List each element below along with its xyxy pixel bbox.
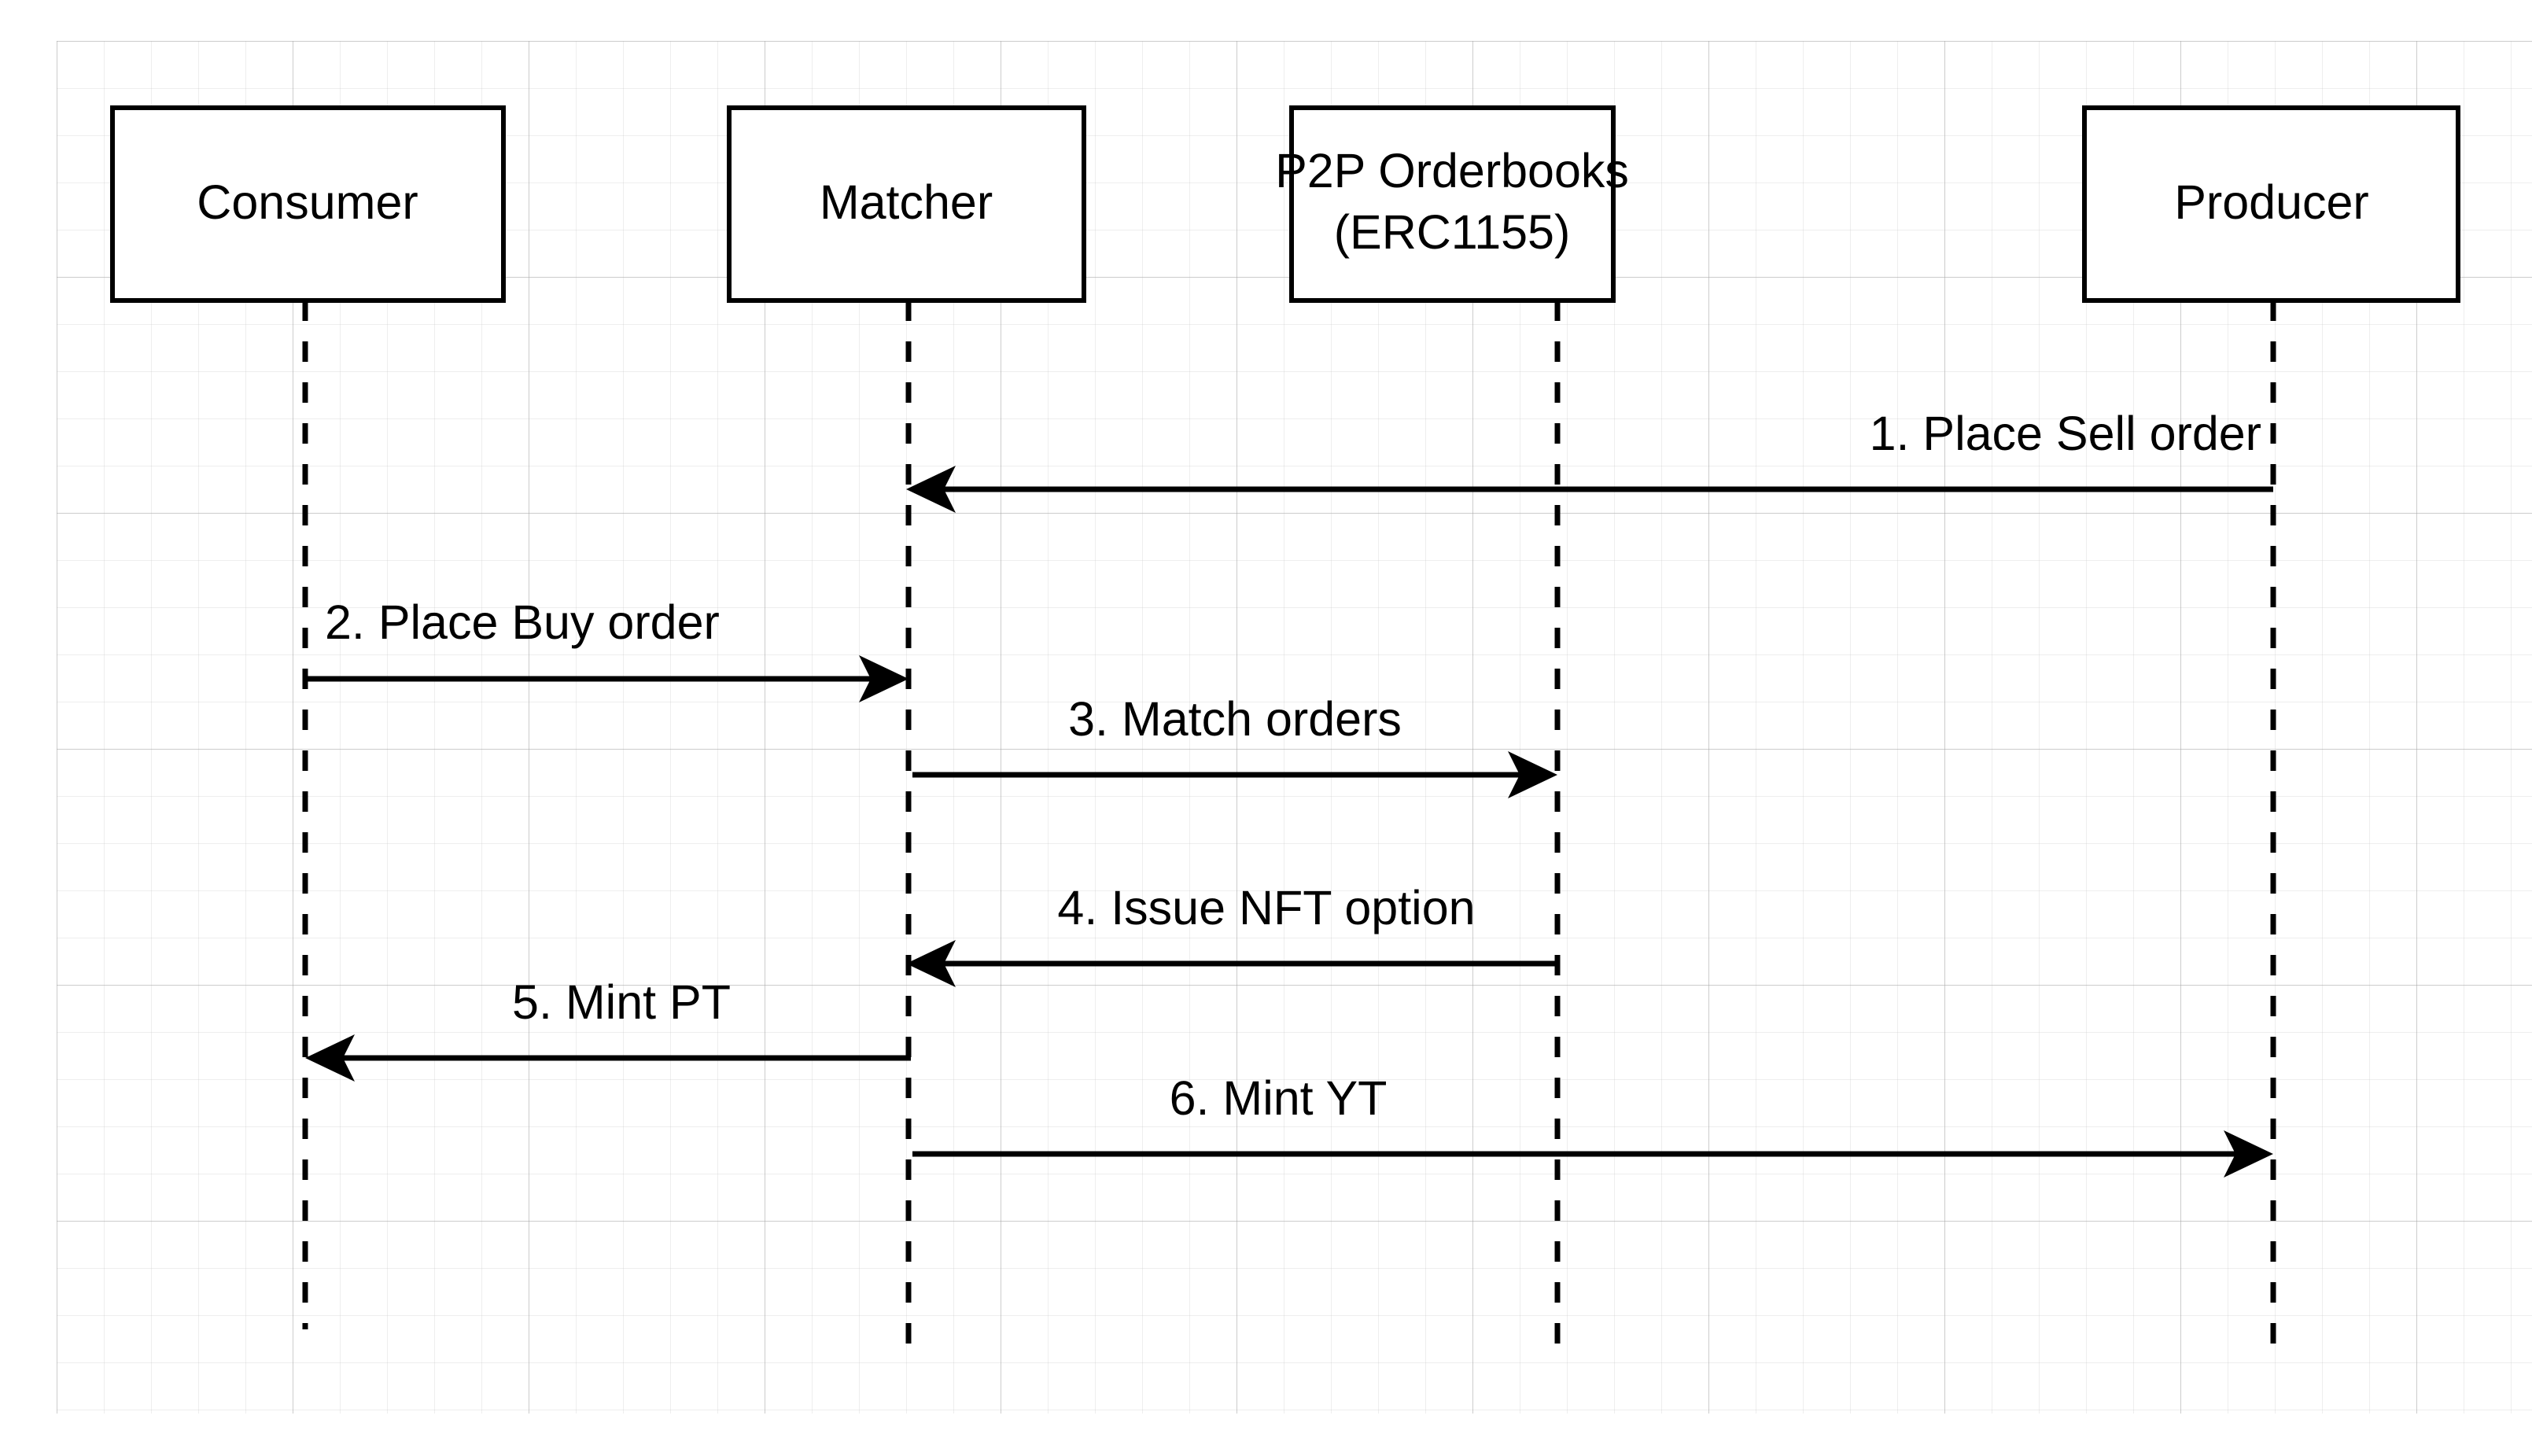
participant-box-rect-matcher bbox=[727, 105, 1086, 303]
message-3-match-orders[interactable]: 3. Match orders bbox=[912, 692, 1557, 798]
participant-label-consumer: Consumer bbox=[197, 175, 418, 229]
message-5-arrowhead-left bbox=[305, 1034, 355, 1082]
message-5-label: 5. Mint PT bbox=[512, 975, 731, 1029]
message-3-label: 3. Match orders bbox=[1068, 692, 1402, 746]
message-4-label: 4. Issue NFT option bbox=[1057, 881, 1475, 934]
message-4-arrowhead-left bbox=[906, 940, 956, 987]
participant-box-consumer[interactable]: Consumer bbox=[110, 105, 506, 303]
participant-box-matcher[interactable]: Matcher bbox=[727, 105, 1086, 303]
message-1-arrowhead-left bbox=[906, 466, 956, 513]
lifelines-group bbox=[302, 300, 2276, 1349]
message-1-label: 1. Place Sell order bbox=[1870, 407, 2261, 460]
participant-boxes-group: Consumer Matcher P2P Orderbooks (ERC1155… bbox=[110, 105, 2460, 303]
message-2-place-buy-order[interactable]: 2. Place Buy order bbox=[305, 595, 908, 702]
participant-box-p2p-orderbooks[interactable]: P2P Orderbooks (ERC1155) bbox=[1275, 105, 1629, 303]
participant-label-p2p-orderbooks-line2: (ERC1155) bbox=[1334, 205, 1571, 259]
message-6-arrowhead-right bbox=[2224, 1130, 2273, 1178]
participant-label-matcher: Matcher bbox=[820, 175, 993, 229]
message-2-arrowhead-right bbox=[859, 655, 908, 702]
message-6-mint-yt[interactable]: 6. Mint YT bbox=[912, 1071, 2273, 1178]
message-6-label: 6. Mint YT bbox=[1170, 1071, 1388, 1125]
message-4-issue-nft-option[interactable]: 4. Issue NFT option bbox=[906, 881, 1557, 987]
participant-label-p2p-orderbooks-line1: P2P Orderbooks bbox=[1275, 144, 1629, 197]
participant-box-rect-consumer bbox=[110, 105, 506, 303]
message-5-mint-pt[interactable]: 5. Mint PT bbox=[305, 975, 911, 1082]
message-3-arrowhead-right bbox=[1508, 751, 1557, 798]
participant-label-producer: Producer bbox=[2174, 175, 2369, 229]
participant-box-rect-p2p-orderbooks bbox=[1289, 105, 1616, 303]
participant-box-producer[interactable]: Producer bbox=[2082, 105, 2460, 303]
message-2-label: 2. Place Buy order bbox=[325, 595, 720, 649]
message-1-place-sell-order[interactable]: 1. Place Sell order bbox=[906, 407, 2273, 513]
participant-box-rect-producer bbox=[2082, 105, 2460, 303]
